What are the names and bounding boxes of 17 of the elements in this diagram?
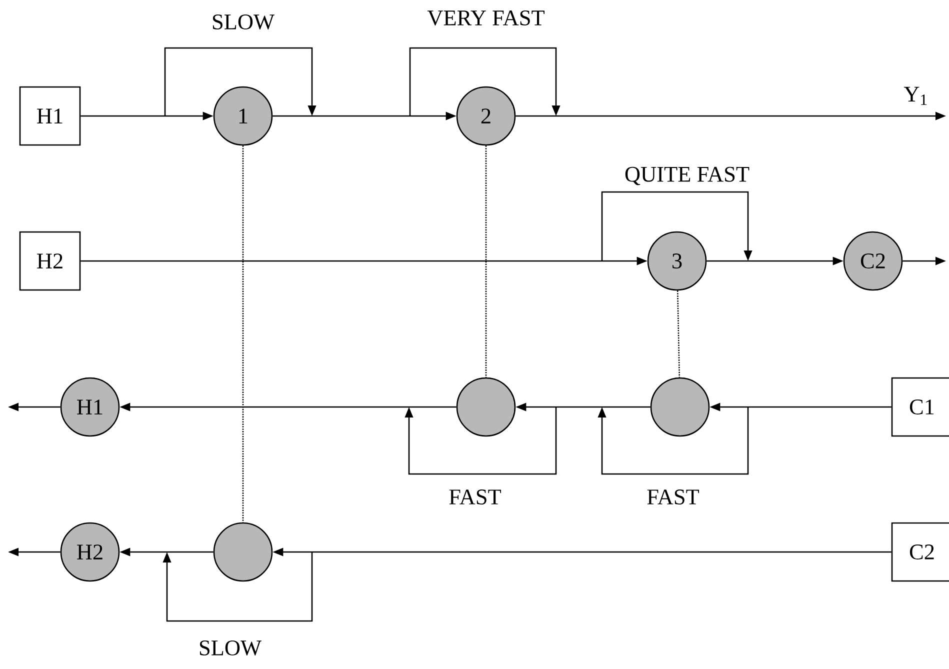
exchanger-circle <box>650 377 710 437</box>
exchanger-circle <box>213 522 273 582</box>
speed-label: SLOW <box>212 14 274 30</box>
exchanger-circle <box>456 377 516 437</box>
match-line <box>485 146 487 378</box>
match-line <box>676 290 680 378</box>
match-line <box>242 146 244 522</box>
speed-label: SLOW <box>200 640 262 656</box>
speed-label: VERY FAST <box>427 10 544 26</box>
stream-box: H1 <box>19 86 81 146</box>
stream-box: H2 <box>19 231 81 291</box>
speed-label: QUITE FAST <box>625 166 750 186</box>
edge-label: Y$_{1}$ <box>904 86 927 105</box>
speed-label: FAST <box>449 490 502 504</box>
stream-box: C2 <box>891 522 949 582</box>
speed-label: FAST <box>647 490 700 504</box>
stream-box: C1 <box>891 377 949 437</box>
